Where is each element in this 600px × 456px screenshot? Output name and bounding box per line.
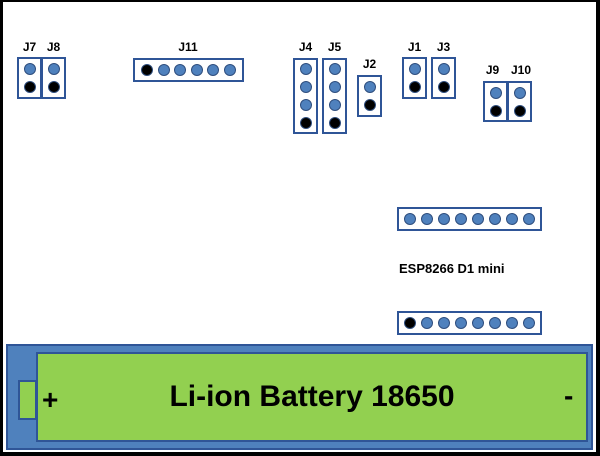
pin-2 (157, 64, 170, 76)
pin-1 (363, 81, 376, 93)
pin-6 (223, 64, 236, 76)
pin-3 (438, 213, 450, 225)
pin-6 (489, 317, 501, 329)
pin-5 (207, 64, 220, 76)
pin-2 (328, 81, 341, 93)
ground-pin-2 (437, 81, 450, 93)
pin-3 (328, 99, 341, 111)
connector-j4 (293, 58, 318, 134)
battery-cell (36, 352, 588, 442)
battery-label: Li-ion Battery 18650 (169, 380, 455, 413)
ground-pin-4 (328, 117, 341, 129)
pin-3 (299, 99, 312, 111)
ground-pin-2 (513, 104, 526, 117)
label-j4: J4 (298, 40, 313, 54)
pin-3 (438, 317, 450, 329)
battery-minus-sign: - (564, 380, 574, 411)
pin-1 (23, 63, 36, 75)
label-j3: J3 (436, 40, 451, 54)
pin-2 (299, 81, 312, 93)
ground-pin-4 (299, 117, 312, 129)
pin-7 (506, 213, 518, 225)
label-j8: J8 (46, 40, 61, 54)
connector-j3 (431, 57, 456, 99)
connector-j5 (322, 58, 347, 134)
ground-pin-2 (23, 81, 36, 93)
pin-1 (328, 63, 341, 75)
pin-1 (437, 63, 450, 75)
connector-j7 (17, 57, 42, 99)
pin-5 (472, 317, 484, 329)
connector-j2 (357, 75, 382, 117)
label-j7: J7 (22, 40, 37, 54)
pin-1 (47, 63, 60, 75)
pin-1 (513, 86, 526, 99)
ground-pin-2 (47, 81, 60, 93)
pin-2 (421, 213, 433, 225)
ground-pin-1 (404, 317, 416, 329)
pin-3 (174, 64, 187, 76)
esp-bottom-header (397, 311, 542, 335)
pin-8 (523, 317, 535, 329)
pin-1 (489, 86, 502, 99)
pin-5 (472, 213, 484, 225)
pin-1 (408, 63, 421, 75)
ground-pin-2 (363, 99, 376, 111)
label-j5: J5 (327, 40, 342, 54)
ground-pin-2 (489, 104, 502, 117)
battery-plus-sign: + (42, 384, 59, 415)
battery-terminal (18, 380, 37, 420)
pin-8 (523, 213, 535, 225)
label-j2: J2 (362, 57, 377, 71)
ground-pin-2 (408, 81, 421, 93)
pin-1 (404, 213, 416, 225)
ground-pin-1 (141, 64, 154, 76)
label-j11: J11 (178, 40, 198, 54)
esp-top-header (397, 207, 542, 231)
esp-label: ESP8266 D1 mini (399, 261, 505, 276)
pin-4 (455, 213, 467, 225)
label-j1: J1 (407, 40, 422, 54)
pin-4 (190, 64, 203, 76)
label-j9: J9 (485, 63, 500, 77)
connector-j8 (41, 57, 66, 99)
pin-2 (421, 317, 433, 329)
connector-j9 (483, 81, 508, 122)
connector-j11 (133, 58, 244, 82)
pin-4 (455, 317, 467, 329)
connector-j10 (507, 81, 532, 122)
pin-1 (299, 63, 312, 75)
connector-j1 (402, 57, 427, 99)
pin-6 (489, 213, 501, 225)
pin-7 (506, 317, 518, 329)
label-j10: J10 (510, 63, 532, 77)
